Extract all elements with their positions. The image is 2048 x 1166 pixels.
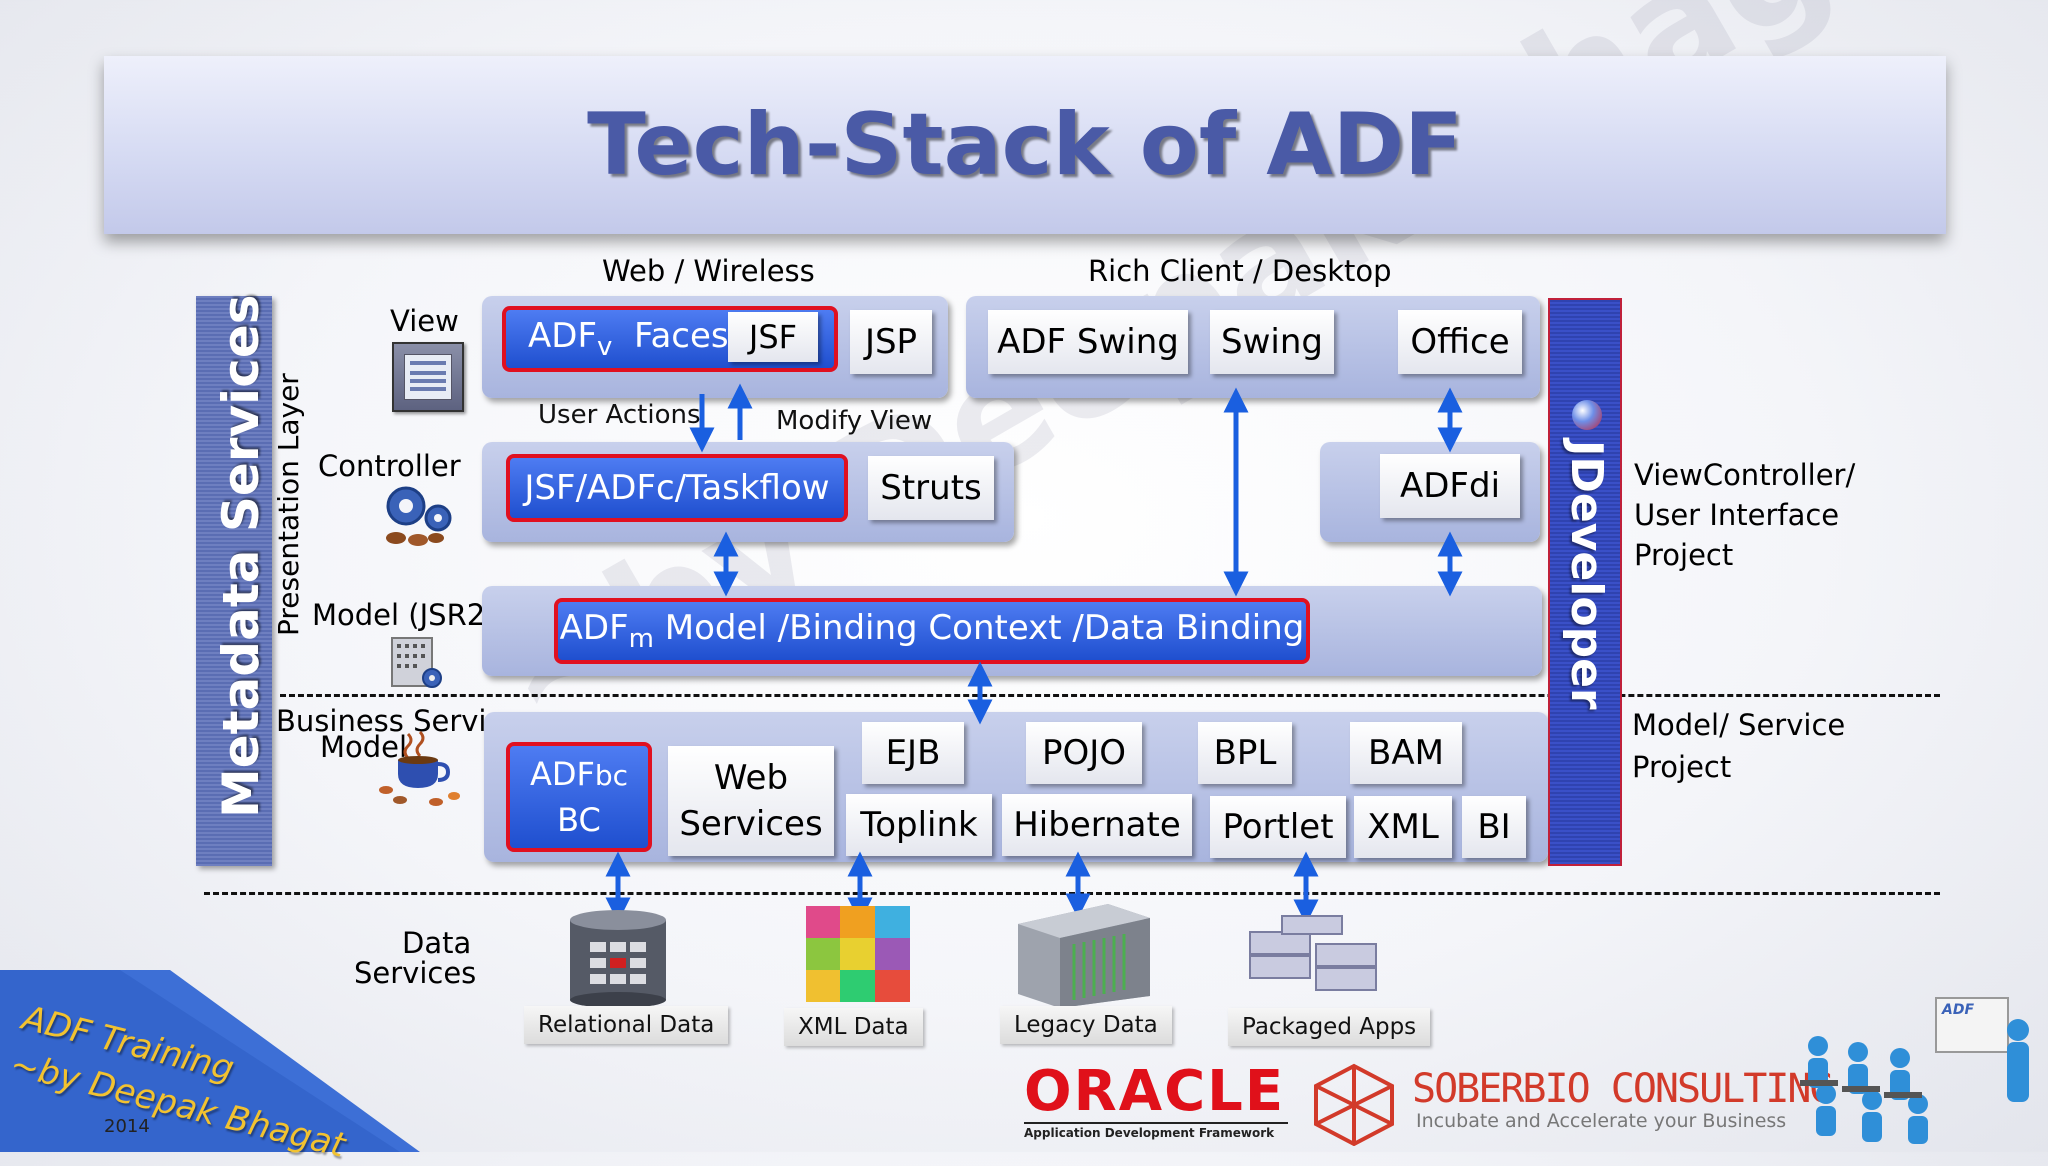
adfm-binding-label: ADFm Model /Binding Context /Data Bindin… [559, 608, 1305, 654]
metadata-services-label: Metadata Services [212, 294, 270, 818]
header-web-wireless: Web / Wireless [602, 254, 815, 288]
adfbc-label: ADFbc [529, 755, 629, 793]
database-icon [568, 908, 668, 1008]
jdeveloper-label: JDeveloper [1561, 440, 1612, 710]
adfbc-block[interactable]: ADFbc BC [506, 742, 652, 852]
gears-icon [366, 480, 466, 550]
oracle-wordmark: ORACLE [1024, 1059, 1286, 1124]
oracle-logo: ORACLE Application Development Framework [1024, 1062, 1288, 1142]
adfdi-chip[interactable]: ADFdi [1380, 454, 1520, 518]
legacy-data-caption: Legacy Data [1000, 1006, 1172, 1044]
portlet-chip[interactable]: Portlet [1210, 796, 1346, 858]
xml-chip[interactable]: XML [1354, 796, 1452, 858]
packaged-apps-caption: Packaged Apps [1228, 1008, 1431, 1046]
bam-chip[interactable]: BAM [1350, 722, 1462, 784]
model-icon [388, 632, 448, 694]
jsp-chip[interactable]: JSP [850, 310, 932, 374]
adf-faces-label: ADFv Faces [528, 316, 729, 362]
vc-project-line-1: ViewController/ [1634, 458, 1856, 492]
user-actions-label: User Actions [538, 400, 701, 430]
adf-board-label: ADF [1942, 1002, 1975, 1018]
jsf-chip[interactable]: JSF [728, 312, 818, 362]
separator-presentation-business [280, 694, 1940, 697]
page-title: Tech-Stack of ADF [587, 95, 1463, 195]
coffee-icon [376, 730, 466, 810]
metadata-services-bar: Metadata Services [196, 294, 272, 866]
layer-view-label: View [390, 304, 459, 338]
vc-project-line-2: User Interface [1634, 498, 1840, 532]
layer-business-label-2: Model [320, 730, 408, 764]
modify-view-label: Modify View [776, 406, 933, 436]
swing-chip[interactable]: Swing [1210, 310, 1334, 374]
bc-label: BC [557, 801, 601, 839]
pojo-chip[interactable]: POJO [1026, 722, 1142, 784]
oracle-subtitle: Application Development Framework [1024, 1122, 1288, 1140]
title-banner: Tech-Stack of ADF [104, 56, 1946, 234]
soberbio-cube-icon [1312, 1062, 1396, 1147]
hibernate-chip[interactable]: Hibernate [1002, 794, 1192, 856]
ejb-chip[interactable]: EJB [862, 722, 964, 784]
ms-project-line-1: Model/ Service [1632, 708, 1846, 742]
view-icon [392, 342, 464, 412]
training-year: 2014 [104, 1116, 150, 1137]
services-label: Services [679, 804, 823, 844]
packaged-apps-icon [1246, 912, 1382, 998]
taskflow-block[interactable]: JSF/ADFc/Taskflow [506, 454, 848, 522]
jdeveloper-logo-icon [1572, 400, 1602, 430]
vc-project-line-3: Project [1634, 538, 1734, 572]
header-rich-client: Rich Client / Desktop [1088, 254, 1392, 288]
web-services-chip[interactable]: Web Services [668, 746, 834, 856]
classroom-illustration: ADF [1796, 996, 2040, 1146]
struts-chip[interactable]: Struts [868, 456, 994, 520]
server-icon [1018, 904, 1150, 1008]
web-label: Web [713, 758, 789, 798]
layer-data-label-1: Data [402, 926, 472, 960]
bpl-chip[interactable]: BPL [1198, 722, 1292, 784]
ms-project-line-2: Project [1632, 750, 1732, 784]
relational-data-caption: Relational Data [524, 1006, 729, 1044]
soberbio-name: SOBERBIO CONSULTING [1412, 1066, 1834, 1112]
training-banner: ADF Training ~by Deepak Bhagat 2014 [0, 970, 420, 1166]
separator-business-data [204, 892, 1940, 895]
puzzle-icon [806, 906, 910, 1002]
adfm-binding-block[interactable]: ADFm Model /Binding Context /Data Bindin… [554, 598, 1310, 664]
office-chip[interactable]: Office [1398, 310, 1522, 374]
xml-data-caption: XML Data [784, 1008, 923, 1046]
soberbio-tagline: Incubate and Accelerate your Business [1416, 1110, 1787, 1132]
jdeveloper-bar: JDeveloper [1548, 298, 1622, 866]
adf-swing-chip[interactable]: ADF Swing [988, 310, 1188, 374]
toplink-chip[interactable]: Toplink [846, 794, 992, 856]
layer-controller-label: Controller [318, 449, 461, 483]
bi-chip[interactable]: BI [1462, 796, 1526, 858]
presentation-layer-label: Presentation Layer [272, 373, 305, 636]
layer-data-label-2: Services [354, 956, 477, 990]
